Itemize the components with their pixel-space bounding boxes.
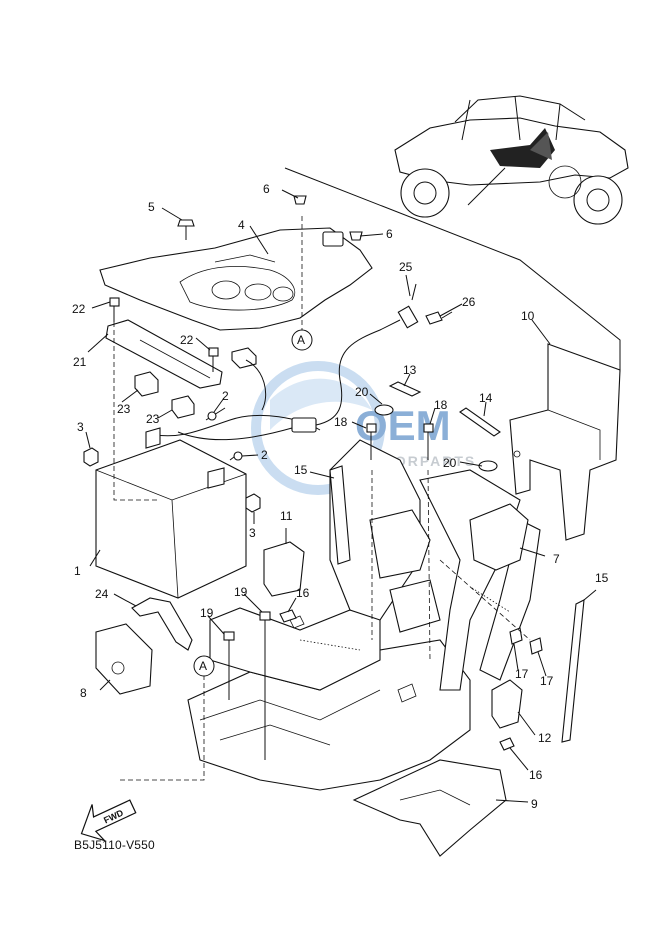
- part-23-relay-icon: [134, 347, 257, 419]
- callout-9: 9: [531, 797, 538, 811]
- part-18-bolt-icon: [366, 423, 434, 460]
- callout-19: 19: [234, 585, 248, 599]
- part-8-pad: [95, 623, 153, 695]
- callout-2: 2: [222, 389, 229, 403]
- part-13-tape: [388, 381, 422, 397]
- part-26-screw-icon: [425, 311, 453, 325]
- part-24-battery-strap: [131, 597, 193, 651]
- part-20-grommet-icon: [374, 404, 498, 472]
- callout-leaders: [85, 189, 597, 803]
- vehicle-thumbnail-icon: [394, 95, 629, 225]
- reference-lines: [113, 216, 531, 781]
- callout-22: 22: [180, 333, 194, 347]
- callout-24: 24: [95, 587, 109, 601]
- part-15-strip: [329, 465, 585, 743]
- callout-3: 3: [249, 526, 256, 540]
- callout-1: 1: [74, 564, 81, 578]
- callout-20: 20: [355, 385, 369, 399]
- callout-14: 14: [479, 391, 493, 405]
- part-4-dash-cover: [99, 227, 373, 331]
- reference-mark-label: A: [199, 659, 207, 673]
- part-9-under-cover: [352, 759, 507, 857]
- part-1-battery: [95, 427, 247, 599]
- part-3-nut-icon: [83, 447, 261, 513]
- part-14-tape: [459, 407, 501, 437]
- fwd-arrow-icon: FWD: [80, 799, 137, 842]
- callout-5: 5: [148, 200, 155, 214]
- part-16-clip-icon: [279, 609, 515, 751]
- callout-15: 15: [595, 571, 609, 585]
- callout-18: 18: [334, 415, 348, 429]
- part-12-block: [491, 679, 523, 729]
- part-19-bolt-icon: [223, 611, 271, 760]
- callout-12: 12: [538, 731, 552, 745]
- reference-mark-label: A: [297, 333, 305, 347]
- part-5-screw-icon: [177, 219, 195, 240]
- callout-6: 6: [263, 182, 270, 196]
- diagram-code: B5J5110-V550: [74, 838, 155, 852]
- callout-21: 21: [73, 355, 87, 369]
- part-10-side-panel: [509, 343, 621, 541]
- reference-mark-a-upper: A: [291, 329, 313, 351]
- reference-mark-a-lower: A: [193, 655, 215, 677]
- battery-box-tray: [187, 439, 541, 791]
- callout-17: 17: [515, 667, 529, 681]
- callout-16: 16: [529, 768, 543, 782]
- callout-13: 13: [403, 363, 417, 377]
- callout-23: 23: [146, 412, 160, 426]
- callout-4: 4: [238, 218, 245, 232]
- thumbnail-boundary-line: [284, 167, 621, 372]
- callout-numbers: 1 2 2 3 3 4 5 6 6 7 8 9 10 11 12 13 14 1…: [72, 182, 609, 811]
- callout-6: 6: [386, 227, 393, 241]
- callout-8: 8: [80, 686, 87, 700]
- callout-25: 25: [399, 260, 413, 274]
- callout-16: 16: [296, 586, 310, 600]
- callout-18: 18: [434, 398, 448, 412]
- callout-22: 22: [72, 302, 86, 316]
- callout-23: 23: [117, 402, 131, 416]
- callout-19: 19: [200, 606, 214, 620]
- callout-2: 2: [261, 448, 268, 462]
- callout-3: 3: [77, 420, 84, 434]
- callout-26: 26: [462, 295, 476, 309]
- part-7-bracket: [469, 503, 529, 571]
- part-17-clip-icon: [509, 627, 543, 655]
- callout-7: 7: [553, 552, 560, 566]
- callout-17: 17: [540, 674, 554, 688]
- part-25-connector-icon: [397, 283, 419, 329]
- part-2-bolt-icon: [207, 411, 243, 461]
- callout-11: 11: [280, 509, 293, 523]
- part-21-bracket: [105, 319, 223, 389]
- callout-20: 20: [443, 456, 457, 470]
- part-11-block: [263, 541, 305, 597]
- callout-15: 15: [294, 463, 308, 477]
- callout-10: 10: [521, 309, 535, 323]
